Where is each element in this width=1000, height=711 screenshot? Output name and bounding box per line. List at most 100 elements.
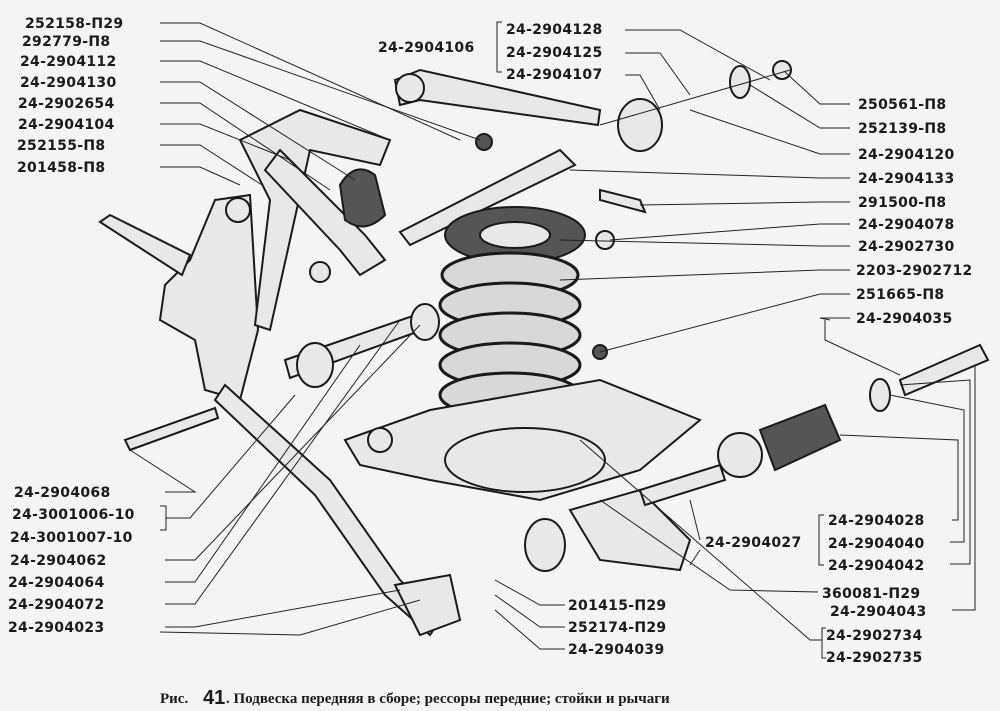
lower-bushing	[367, 427, 393, 453]
leader-line	[821, 627, 826, 659]
caption: Рис. 41 . Подвеска передняя в сборе; рес…	[160, 687, 670, 709]
leader-line	[784, 71, 850, 105]
leader-line	[160, 81, 356, 181]
leader-line	[749, 84, 850, 129]
parts-drawing	[98, 60, 990, 637]
steering-knuckle	[158, 193, 260, 402]
part-label: 24-2904064	[8, 575, 104, 591]
leader-line	[689, 549, 701, 566]
part-label: 24-2904078	[858, 217, 954, 233]
part-label: 360081-П29	[822, 586, 920, 602]
part-label: 24-2904040	[828, 536, 924, 552]
insulator-hole	[479, 221, 551, 249]
stabilizer-link	[393, 68, 602, 127]
leader-line	[818, 514, 824, 566]
leader-line	[160, 505, 167, 531]
leader-line	[689, 499, 701, 541]
bushing-top	[617, 98, 663, 152]
leader-line	[129, 449, 197, 493]
leader-line	[159, 599, 421, 636]
bushing-right	[758, 403, 842, 472]
rod	[599, 69, 791, 126]
part-label: 24-3001006-10	[12, 507, 135, 523]
leader-line	[599, 293, 850, 353]
bolt-left	[123, 406, 220, 452]
leader-line	[165, 589, 401, 628]
bolt-right	[898, 343, 990, 397]
leader-line	[559, 239, 850, 247]
part-labels: 252158-П29292779-П824-290411224-29041302…	[8, 16, 973, 666]
stabilizer-clamp	[393, 573, 462, 637]
part-label: 24-2904128	[506, 22, 602, 38]
part-label: 252139-П8	[858, 121, 946, 137]
part-label: 24-2904043	[830, 604, 926, 620]
leader-line	[824, 320, 901, 376]
leader-line	[160, 22, 461, 141]
leader-line	[166, 394, 296, 519]
bolt-291500	[599, 188, 647, 214]
stub-axle	[98, 213, 192, 277]
leader-line	[899, 379, 971, 565]
part-label: 24-2904112	[20, 54, 116, 70]
caption-text: . Подвеска передняя в сборе; рессоры пер…	[226, 691, 670, 707]
bump-stop	[338, 168, 387, 228]
leader-line	[579, 439, 822, 641]
leader-line	[160, 102, 331, 191]
part-label: 252174-П29	[568, 620, 666, 636]
caption-number: 41	[203, 687, 225, 709]
part-label: 24-2902735	[826, 650, 922, 666]
part-label: 24-2904107	[506, 67, 602, 83]
part-label: 2203-2902712	[856, 263, 973, 279]
leader-line	[889, 394, 965, 543]
leader-line	[599, 499, 819, 593]
stabilizer-bar	[213, 383, 442, 637]
part-label: 24-2904125	[506, 45, 602, 61]
leader-line	[165, 319, 401, 605]
part-label: 24-2904104	[18, 117, 114, 133]
part-label: 24-2902734	[826, 628, 922, 644]
part-label: 24-2904062	[10, 553, 106, 569]
leader-lines	[129, 21, 976, 659]
leader-line	[494, 579, 565, 606]
leader-line	[160, 166, 241, 186]
sleeve-right	[717, 432, 763, 478]
leader-line	[625, 74, 661, 111]
part-label: 24-2904106	[378, 40, 474, 56]
part-label: 291500-П8	[858, 195, 946, 211]
caption-prefix: Рис.	[160, 691, 188, 707]
leader-line	[625, 29, 771, 81]
part-label: 201458-П8	[17, 160, 105, 176]
leader-line	[819, 317, 850, 321]
leader-line	[160, 123, 291, 161]
leader-line	[496, 21, 502, 73]
rod-bolt-top	[398, 148, 577, 247]
leader-line	[160, 144, 263, 186]
part-label: 24-2902730	[858, 239, 954, 255]
part-label: 24-2904133	[858, 171, 954, 187]
part-label: 24-2904068	[14, 485, 110, 501]
lower-spring-seat	[444, 427, 606, 493]
part-label: 24-2904072	[8, 597, 104, 613]
part-label: 24-2904027	[705, 535, 801, 551]
part-label: 292779-П8	[22, 34, 110, 50]
leader-line	[559, 269, 850, 281]
washer	[309, 261, 331, 283]
leader-line	[494, 594, 565, 628]
washer-right	[869, 378, 891, 412]
part-label: 24-2904130	[20, 75, 116, 91]
part-label: 201415-П29	[568, 598, 666, 614]
nut-top	[772, 60, 792, 80]
part-label: 251665-П8	[856, 287, 944, 303]
part-label: 24-2904035	[856, 311, 952, 327]
nut	[475, 133, 493, 151]
leader-line	[165, 324, 421, 561]
leader-line	[689, 109, 850, 155]
link-eye	[395, 73, 425, 103]
knuckle-pin-top	[225, 197, 251, 223]
part-label: 252155-П8	[17, 138, 105, 154]
leader-line	[639, 201, 850, 206]
bracket-bolt	[638, 463, 727, 507]
part-label: 24-2902654	[18, 96, 114, 112]
